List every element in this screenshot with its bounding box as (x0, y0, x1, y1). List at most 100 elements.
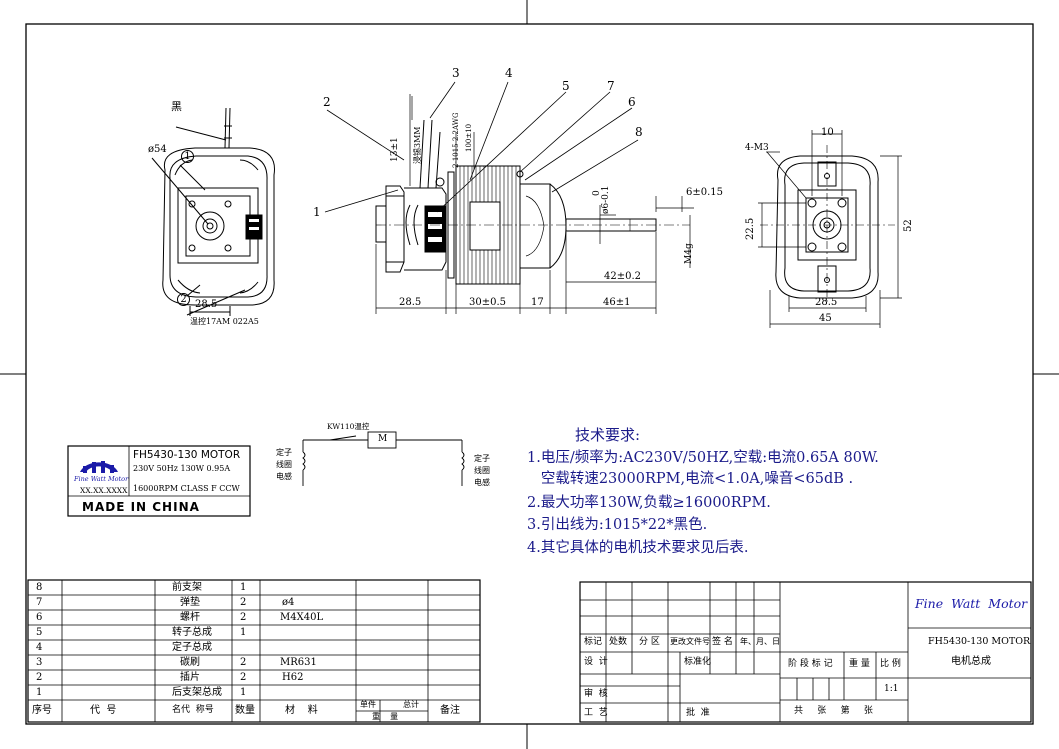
dim-10: 10 (821, 127, 834, 138)
bom-header-qty: 数量 (235, 705, 255, 716)
bom-row-name: 插片 (180, 672, 200, 683)
title-company: Fine Watt Motor (915, 596, 1028, 611)
bom-row-no: 8 (36, 582, 43, 593)
nameplate-box (67, 445, 251, 517)
rev-header-date: 年、月、日 (740, 637, 780, 646)
bom-header-total-weight: 总计 (403, 700, 419, 709)
requirement-line-2: 2.最大功率130W,负载≥16000RPM. (527, 495, 771, 511)
callout-7: 7 (607, 79, 615, 93)
bom-row-qty: 2 (240, 672, 247, 683)
dim-22-5: 22.5 (745, 217, 756, 240)
bom-header-code: 代 号 (90, 705, 117, 716)
requirement-line-1b: 空载转速23000RPM,电流<1.0A,噪音<65dB . (527, 471, 854, 487)
bom-row-name: 前支架 (172, 582, 202, 593)
nameplate-spec1: 230V 50Hz 130W 0.95A (133, 464, 231, 473)
title-process: 工 艺 (584, 708, 608, 718)
dim-m4: M4g (684, 243, 694, 264)
wiring-thermostat: KW110温控 (327, 422, 370, 431)
bom-row-no: 5 (36, 627, 43, 638)
dim-46: 46±1 (603, 297, 631, 308)
bom-row-spec: ø4 (282, 597, 295, 608)
dim-45: 45 (819, 313, 832, 324)
bom-row-name: 碳刷 (180, 657, 200, 668)
left-end-view (151, 107, 275, 316)
title-review: 审 核 (584, 689, 608, 699)
title-sheets: 共 张 第 张 (794, 706, 873, 716)
dim-17: 17 (531, 297, 544, 308)
rev-header-sign: 签 名 (712, 637, 733, 647)
dim-30: 30±0.5 (469, 297, 507, 308)
callout-6: 6 (628, 95, 636, 109)
callout-2-center: 2 (323, 95, 331, 109)
bom-row-name: 定子总成 (172, 642, 212, 653)
wiring-left-coil-1: 定子 (276, 448, 292, 457)
dim-13: 13±1 (390, 137, 400, 162)
title-weight: 重 量 (849, 659, 870, 669)
bom-row-spec: MR631 (280, 657, 317, 668)
nameplate-code: XX.XX.XXXX (80, 486, 128, 495)
rev-header-doc: 更改文件号 (670, 637, 710, 646)
dim-wire: 浸锡3MM (413, 126, 422, 164)
bom-row-qty: 2 (240, 612, 247, 623)
callout-4: 4 (505, 66, 513, 80)
title-approve: 批 准 (686, 708, 710, 718)
bom-row-qty: 2 (240, 657, 247, 668)
wiring-left-coil-2: 线圈 (276, 460, 292, 469)
nameplate-logo (80, 461, 118, 473)
bom-row-qty: 1 (240, 687, 247, 698)
title-stage: 阶 段 标 记 (788, 659, 833, 669)
requirement-line-3: 3.引出线为:1015*22*黑色. (527, 517, 708, 533)
rev-header-mark: 标记 (584, 637, 603, 647)
callout-1: 1 (181, 150, 194, 163)
bom-header-no: 序号 (32, 705, 52, 716)
nameplate-brand: Fine Watt Motor (74, 475, 129, 483)
callout-2: 2 (177, 293, 190, 306)
callout-5: 5 (562, 79, 570, 93)
bom-header-material: 材 料 (285, 705, 318, 716)
requirements-title: 技术要求: (575, 426, 641, 444)
nameplate-spec2: 16000RPM CLASS F CCW (133, 484, 240, 493)
dim-100: 100±10 (465, 123, 473, 152)
title-scale: 比 例 (880, 659, 901, 669)
bom-header-name: 名代 称号 (172, 705, 214, 715)
nameplate-origin: MADE IN CHINA (82, 500, 200, 514)
diameter-label: ø54 (148, 144, 167, 155)
title-block-grid (579, 581, 1032, 723)
bom-table-grid (27, 579, 481, 723)
bom-row-spec: M4X40L (280, 612, 324, 623)
title-standard: 标准化 (684, 657, 712, 667)
wiring-left-coil-3: 电感 (276, 472, 292, 481)
callout-1-center: 1 (313, 205, 321, 219)
wiring-motor: M (378, 434, 388, 444)
title-design: 设 计 (584, 657, 608, 667)
requirement-line-1: 1.电压/频率为:AC230V/50HZ,空载:电流0.65A 80W. (527, 450, 879, 466)
wiring-diagram (302, 431, 465, 486)
bom-row-name: 后支架总成 (172, 687, 222, 698)
bom-row-no: 4 (36, 642, 43, 653)
wiring-right-coil-1: 定子 (474, 454, 490, 463)
bom-row-no: 6 (36, 612, 43, 623)
thermostat-note: 温控17AM 022A5 (190, 317, 259, 326)
dim-52: 52 (903, 219, 914, 232)
width-dim: 28.5 (195, 299, 218, 310)
wiring-right-coil-2: 线圈 (474, 466, 490, 475)
bom-row-spec: H62 (282, 672, 304, 683)
bom-header-weight: 重 量 (372, 712, 399, 721)
requirement-line-4: 4.其它具体的电机技术要求见后表. (527, 540, 749, 556)
bom-row-name: 螺杆 (180, 612, 200, 623)
nameplate-model: FH5430-130 MOTOR (133, 449, 241, 461)
dim-shaft-tolerance: ø6-0.1 (601, 185, 611, 215)
bom-row-qty: 1 (240, 627, 247, 638)
callout-8: 8 (635, 125, 643, 139)
bom-row-name: 转子总成 (172, 627, 212, 638)
bom-row-no: 1 (36, 687, 43, 698)
bom-row-no: 3 (36, 657, 43, 668)
dim-4m3: 4-M3 (745, 143, 769, 153)
bom-header-unit-weight: 单件 (360, 700, 376, 709)
title-scale-value: 1:1 (884, 684, 899, 694)
dim-42: 42±0.2 (604, 271, 642, 282)
right-end-view (758, 130, 902, 328)
dim-28-5-center: 28.5 (399, 297, 422, 308)
callout-3: 3 (452, 66, 460, 80)
